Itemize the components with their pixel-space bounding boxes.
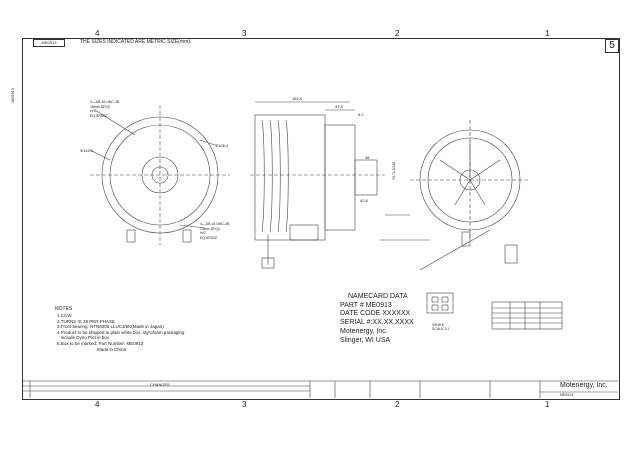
dim-length-base: 42.6 <box>360 198 368 203</box>
note-line: include Dyno Plot in box <box>57 335 110 341</box>
note-line: 1.CCW <box>57 313 72 318</box>
wire-table <box>491 301 563 330</box>
side-view <box>250 101 430 269</box>
dim-length-shaft: 47.8 <box>335 104 343 109</box>
dim-length-overall: 182.4 <box>292 96 303 101</box>
namecard-serial: SERIAL #:XX.XX.XXXX <box>340 319 414 327</box>
rear-view <box>410 120 530 271</box>
dim-d106: Φ106.4 <box>215 143 229 148</box>
page-number: 5 <box>605 39 619 53</box>
note-line: Made in China <box>97 346 127 352</box>
front-view <box>89 105 230 245</box>
namecard-part: PART # ME0913 <box>340 301 392 309</box>
company-name: Motenergy, Inc. <box>560 382 608 389</box>
zone-top-2: 2 <box>395 29 400 38</box>
note-line: 4.Product to be shipped in plain white b… <box>57 329 185 335</box>
changes-label: CHANGES <box>150 382 170 387</box>
namecard-date: DATE CODE XXXXXX <box>340 310 411 318</box>
dim-length-step: 5.2 <box>358 112 364 117</box>
zone-top-4: 4 <box>95 29 100 38</box>
zone-top-3: 3 <box>242 29 247 38</box>
namecard-company: Motenergy, Inc. <box>340 327 388 335</box>
zone-bottom-2: 2 <box>395 400 400 409</box>
header-note: THE SIZES INDICATED ARE METRIC SIZE(mm). <box>80 39 192 45</box>
notes-list: 1.CCW 2.TURNS IS 28 PER PHASE 3.Front be… <box>57 313 184 352</box>
namecard-location: Slinger, WI USA <box>340 336 391 344</box>
header-code: ME0913 <box>33 39 65 47</box>
zone-bottom-1: 1 <box>545 400 550 409</box>
zone-top-1: 1 <box>545 29 550 38</box>
namecard-title: NAMECARD DATA <box>348 293 408 300</box>
notes-title: NOTES <box>55 306 73 312</box>
note-line: 5.Box to be marked: Part Number: ME0913 <box>57 340 144 346</box>
note-line: 3.Front bearing: NTN6005 LLUC3/5K(Made i… <box>57 324 164 330</box>
zone-bottom-3: 3 <box>242 400 247 409</box>
drawing-frame <box>22 38 620 400</box>
view-e-label: VIEW E SCALE 2:1 <box>432 323 450 331</box>
dim-diameter: Φ174.5/180 <box>392 161 396 180</box>
dim-d149: Φ149.2 <box>80 148 94 153</box>
dim-thread-rear: 4—3/8-16 UNC-2B 13mm DP(4) H/C EQ.SPACE <box>200 222 230 240</box>
dim-thread-front: 4—3/8-16 UNC-2B 18mm DP(4) H/C EQ.SPACE <box>90 100 120 118</box>
dim-length-key: 38 <box>365 155 370 160</box>
zone-bottom-4: 4 <box>95 400 100 409</box>
namecard: NAMECARD DATA PART # ME0913 DATE CODE XX… <box>340 293 414 345</box>
note-line: 2.TURNS IS 28 PER PHASE <box>57 318 116 324</box>
drawing-number: ME0913 <box>560 393 574 397</box>
connector-view <box>426 292 454 314</box>
